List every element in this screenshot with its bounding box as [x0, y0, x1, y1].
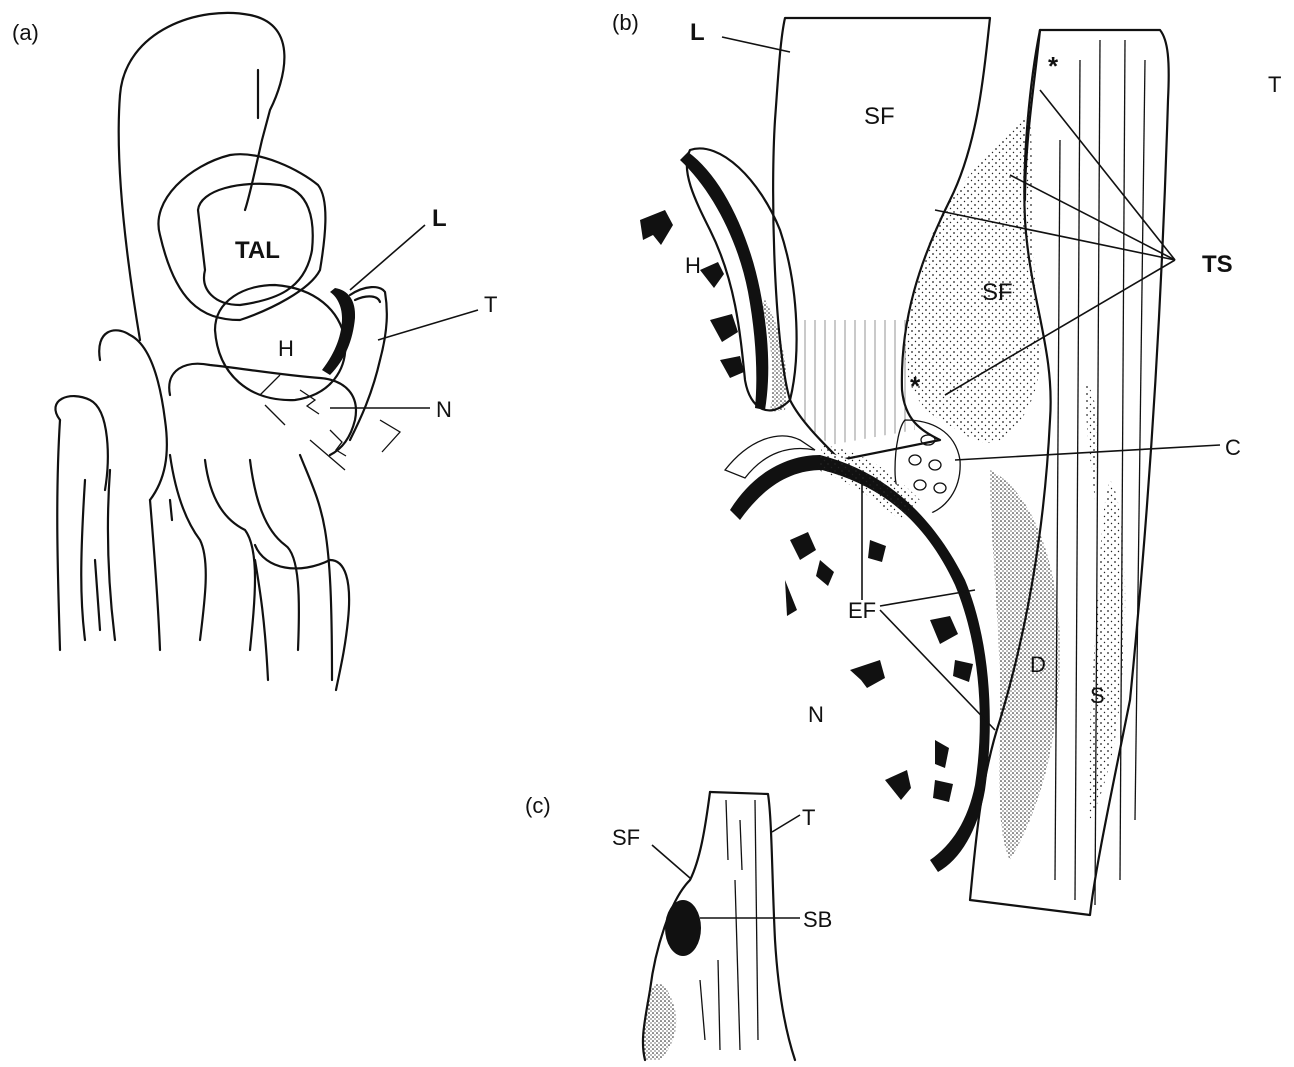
- fibrocartilage-label-mid: SF: [982, 279, 1013, 306]
- panel-a-label: (a): [12, 20, 39, 45]
- head-label-a: H: [278, 336, 294, 361]
- d-region-label: D: [1030, 652, 1046, 677]
- head-label-b: H: [685, 253, 701, 278]
- ligament-label-b: L: [690, 19, 705, 46]
- tendon-sheath-label: TS: [1202, 251, 1233, 278]
- panel-b-label: (b): [612, 10, 639, 35]
- tendon-label-c: T: [802, 805, 815, 830]
- synovial-bursa-label: SB: [803, 907, 832, 932]
- talus-label: TAL: [235, 237, 280, 264]
- tendon-label-a: T: [484, 292, 497, 317]
- tendon-section-drawing: [643, 792, 800, 1060]
- asterisk-top: *: [1048, 51, 1059, 81]
- asterisk-mid: *: [910, 371, 921, 401]
- navicular-label-b: N: [808, 702, 824, 727]
- ligament-label-a: L: [432, 205, 447, 232]
- panel-a: (a) TAL H: [12, 13, 497, 690]
- tendon-label-b: T: [1268, 72, 1281, 97]
- enthesis-fibrocartilage-label: EF: [848, 598, 876, 623]
- fibrocartilage-label-c: SF: [612, 825, 640, 850]
- s-region-label: S: [1090, 683, 1105, 708]
- foot-bones-drawing: TAL H: [55, 13, 478, 690]
- panel-b: (b): [612, 10, 1281, 915]
- panel-c: (c) SF T SB: [525, 792, 832, 1060]
- cartilage-label: C: [1225, 435, 1241, 460]
- navicular-label-a: N: [436, 397, 452, 422]
- enthesis-section-drawing: [640, 18, 1220, 915]
- ligament-band: [322, 288, 355, 375]
- fibrocartilage-label-top: SF: [864, 103, 895, 130]
- panel-c-label: (c): [525, 793, 551, 818]
